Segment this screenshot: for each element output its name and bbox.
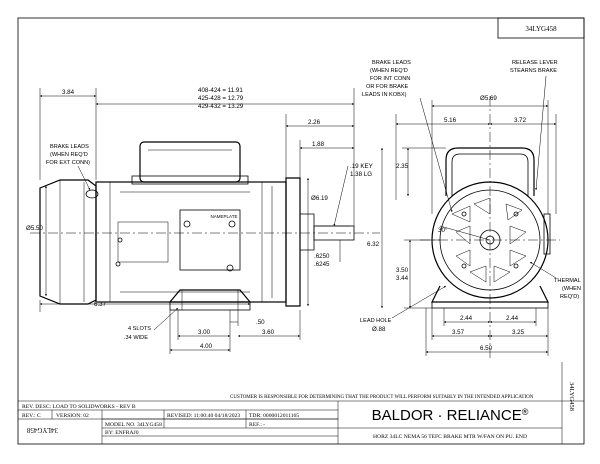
bottom-part-number: 34LYG458 bbox=[26, 426, 58, 434]
dim-5-69: Ø5.69 bbox=[480, 95, 497, 102]
dim-3-50: 3.50 bbox=[396, 267, 409, 274]
dim-3-72: 3.72 bbox=[514, 117, 527, 124]
dim-3-00: 3.00 bbox=[198, 329, 211, 336]
side-view-dimensions: 3.84 408-424 = 11.91 425-428 = 12.79 429… bbox=[26, 87, 373, 354]
brake-ext-label-3: FOR EXT CONN) bbox=[46, 160, 90, 166]
brake-int-label-2: (WHEN REQ'D bbox=[370, 68, 408, 74]
brand-logo: BALDOR · RELIANCE® bbox=[372, 407, 529, 424]
rev: REV.: C bbox=[22, 413, 41, 419]
end-view-dimensions: Ø5.69 5.16 3.72 2.35 6.32 30° 3.50 3.44 … bbox=[360, 60, 581, 356]
dim-overall-2: 425-428 = 12.79 bbox=[198, 95, 244, 102]
dim-0-50: .50 bbox=[256, 319, 265, 326]
sheet-border bbox=[17, 17, 585, 445]
slots-label-2: .34 WIDE bbox=[124, 335, 148, 341]
brake-int-label-4: OR FOR BRAKE bbox=[366, 84, 409, 90]
brake-ext-label-2: (WHEN REQ'D bbox=[50, 152, 88, 158]
version: VERSION: 02 bbox=[56, 413, 89, 419]
dim-overall-3: 429-432 = 13.29 bbox=[198, 103, 244, 110]
thermal-label-1: THERMAL bbox=[554, 278, 581, 284]
dim-3-25: 3.25 bbox=[512, 329, 525, 336]
dim-5-16: 5.16 bbox=[444, 117, 457, 124]
dim-3-60: 3.60 bbox=[262, 329, 275, 336]
motor-end-view bbox=[431, 147, 551, 309]
rev-desc: REV. DESC: LOAD TO SOLIDWORKS - REV B bbox=[22, 404, 136, 410]
release-label-1: RELEASE LEVER bbox=[512, 60, 558, 66]
dim-0-88: Ø.88 bbox=[372, 326, 386, 333]
brake-int-label-1: BRAKE LEADS bbox=[372, 60, 411, 66]
slots-label-1: 4 SLOTS bbox=[128, 326, 151, 332]
dim-shaft-1: .6250 bbox=[314, 253, 330, 260]
title-block: CUSTOMER IS RESPONSIBLE FOR DETERMINING … bbox=[18, 362, 584, 444]
dim-key-1: .19 KEY bbox=[350, 163, 373, 170]
nameplate-label: NAMEPLATE bbox=[211, 214, 238, 219]
model-no: MODEL NO. 34LYG458 bbox=[105, 422, 162, 428]
side-part-number: 34LYG458 bbox=[568, 382, 575, 411]
dim-4-00: 4.00 bbox=[200, 343, 213, 350]
dim-2-26: 2.26 bbox=[308, 119, 321, 126]
dim-30-deg: 30° bbox=[438, 227, 448, 234]
tdr: TDR: 0000012011165 bbox=[249, 413, 299, 419]
dim-2-35: 2.35 bbox=[396, 163, 409, 170]
dim-6-50: 6.50 bbox=[480, 345, 493, 352]
dim-1-88: 1.88 bbox=[312, 141, 325, 148]
drawn-by: BY: ENFRAJ0 bbox=[105, 430, 139, 436]
dim-3-84: 3.84 bbox=[62, 89, 75, 96]
dim-6-32: 6.32 bbox=[367, 241, 380, 248]
ref: REF.: - bbox=[249, 422, 265, 428]
part-number: 34LYG458 bbox=[525, 25, 557, 33]
brake-int-label-5: LEADS IN KOBX) bbox=[362, 92, 407, 98]
thermal-label-3: REQ'D) bbox=[560, 294, 579, 300]
dim-3-57: 3.57 bbox=[452, 329, 465, 336]
lead-hole-label: LEAD HOLE bbox=[360, 318, 392, 324]
dim-6-37: 6.37 bbox=[94, 301, 107, 308]
dim-2-44-left: 2.44 bbox=[460, 315, 473, 322]
dim-shaft-2: .6245 bbox=[314, 261, 330, 268]
dim-3-44: 3.44 bbox=[396, 275, 409, 282]
part-number-box bbox=[497, 17, 585, 39]
release-label-2: STEARNS BRAKE bbox=[510, 68, 557, 74]
motor-side-view: NAMEPLATE bbox=[39, 141, 355, 311]
dim-key-2: 1.38 LG bbox=[350, 171, 372, 178]
dim-2-44-right: 2.44 bbox=[506, 315, 519, 322]
dim-6-19: Ø6.19 bbox=[311, 195, 328, 202]
disclaimer: CUSTOMER IS RESPONSIBLE FOR DETERMINING … bbox=[230, 395, 534, 400]
dim-5-50: Ø5.50 bbox=[26, 225, 43, 232]
brake-ext-label-1: BRAKE LEADS bbox=[50, 144, 89, 150]
dim-overall-1: 408-424 = 11.91 bbox=[198, 87, 243, 94]
brake-int-label-3: FOR INT CONN bbox=[370, 76, 410, 82]
thermal-label-2: (WHEN bbox=[562, 286, 581, 292]
revised: REVISED: 11:00:40 04/18/2023 bbox=[167, 413, 240, 419]
drawing-description: HORZ 34LC NEMA 56 TEFC BRAKE MTR W/FAN O… bbox=[373, 434, 527, 440]
